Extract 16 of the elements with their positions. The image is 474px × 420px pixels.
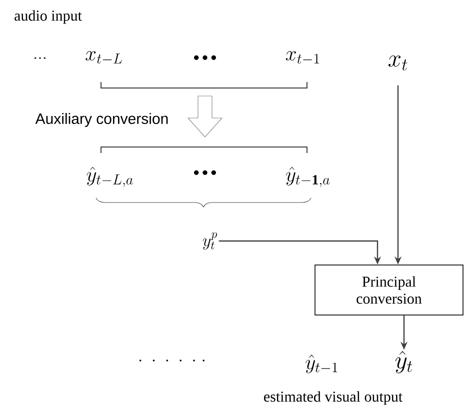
ellipsis: $\bullet\bullet\bullet$ <box>194 170 216 175</box>
process-box: Principal conversion <box>314 264 464 316</box>
math-symbol: $\hat{y}_{t-L,a}$ <box>86 166 133 188</box>
ellipsis: $· · ·$ <box>34 57 46 59</box>
math-symbol: $\hat{y}_{t-1}$ <box>306 354 338 374</box>
math-symbol: $\hat{y}_t$ <box>395 350 412 374</box>
math-symbol: $x_{t-1}$ <box>286 51 320 64</box>
caption: estimated visual output <box>264 391 402 405</box>
math-symbol: $y_t^p$ <box>202 232 217 250</box>
math-symbol: $\hat{y}_{t-\mathbf{1},a}$ <box>286 166 330 188</box>
step-label: Auxiliary conversion <box>35 113 168 127</box>
math-symbol: $x_t$ <box>388 56 408 70</box>
ellipsis: $\cdot\;\cdot\;\cdot\;\cdot\;\cdot\;\cdot$ <box>139 360 205 362</box>
caption: audio input <box>14 10 82 24</box>
math-symbol: $x_{t-L}$ <box>86 51 122 64</box>
ellipsis: $\bullet\bullet\bullet$ <box>194 55 216 60</box>
